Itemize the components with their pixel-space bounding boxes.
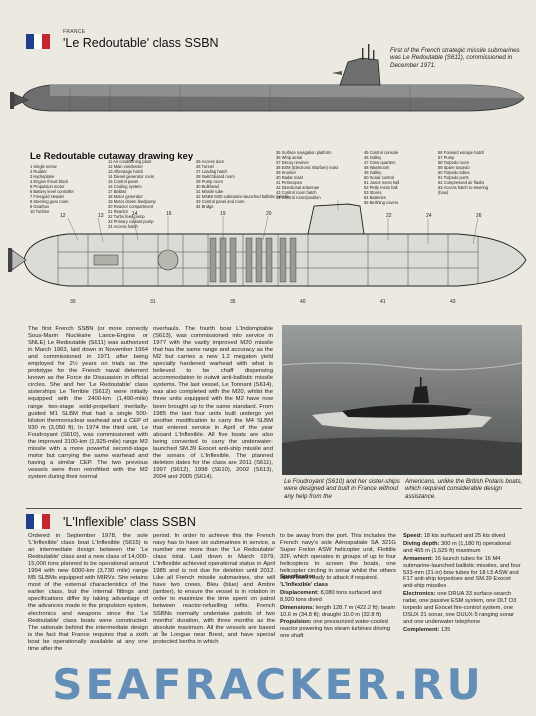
section-divider	[26, 508, 522, 509]
article-column-2: overhauls. The fourth boat L'Indomptable…	[153, 326, 273, 480]
callout-label: 14	[132, 211, 138, 217]
callout-label: 19	[220, 211, 226, 217]
callout-label: 22	[386, 213, 392, 219]
callout-label: 20	[266, 211, 272, 217]
inflexible-column-1: Ordered in September 1978, the sole 'L'I…	[28, 533, 148, 652]
photo-caption-left: Le Foudroyant (S610) and her sister-ship…	[284, 478, 400, 500]
inflexible-column-2: period. In order to achieve this the Fre…	[153, 533, 275, 645]
photo-caption-right: Americans, unlike the British Polaris bo…	[405, 478, 523, 500]
callout-label: 24	[426, 213, 432, 219]
callout-label: 41	[380, 299, 386, 305]
section-title-inflexible: 'L'Inflexible' class SSBN	[63, 515, 196, 529]
callout-label: 12	[60, 213, 66, 219]
french-flag-top	[26, 34, 50, 49]
section-title-redoutable: 'Le Redoutable' class SSBN	[63, 36, 219, 50]
watermark: SEAFRACKER.RU	[52, 660, 484, 709]
specification-left: Specification 'L'Inflexible' class Displ…	[280, 574, 396, 640]
callout-label: 26	[476, 213, 482, 219]
article-column-1: The first French SSBN (or more correctly…	[28, 326, 148, 480]
callout-label: 35	[230, 299, 236, 305]
callout-label: 30	[70, 299, 76, 305]
cutaway-key-title: Le Redoutable cutaway drawing key	[30, 151, 194, 162]
callout-label: 43	[450, 299, 456, 305]
cutaway-drawing	[8, 200, 527, 287]
submarine-photo	[282, 325, 522, 475]
submarine-side-view	[10, 44, 525, 112]
callout-label: 13	[98, 213, 104, 219]
submarine-caption: First of the French strategic missile su…	[390, 47, 520, 69]
callout-label: 16	[166, 211, 172, 217]
inflexible-column-3: to be away from the port. This includes …	[280, 533, 396, 582]
french-flag-bottom	[26, 514, 50, 529]
country-label-top: FRANCE	[63, 29, 86, 35]
callout-label: 31	[150, 299, 156, 305]
specification-right: Speed: 18 kts surfaced and 25 kts dived …	[403, 533, 521, 633]
callout-label: 40	[300, 299, 306, 305]
